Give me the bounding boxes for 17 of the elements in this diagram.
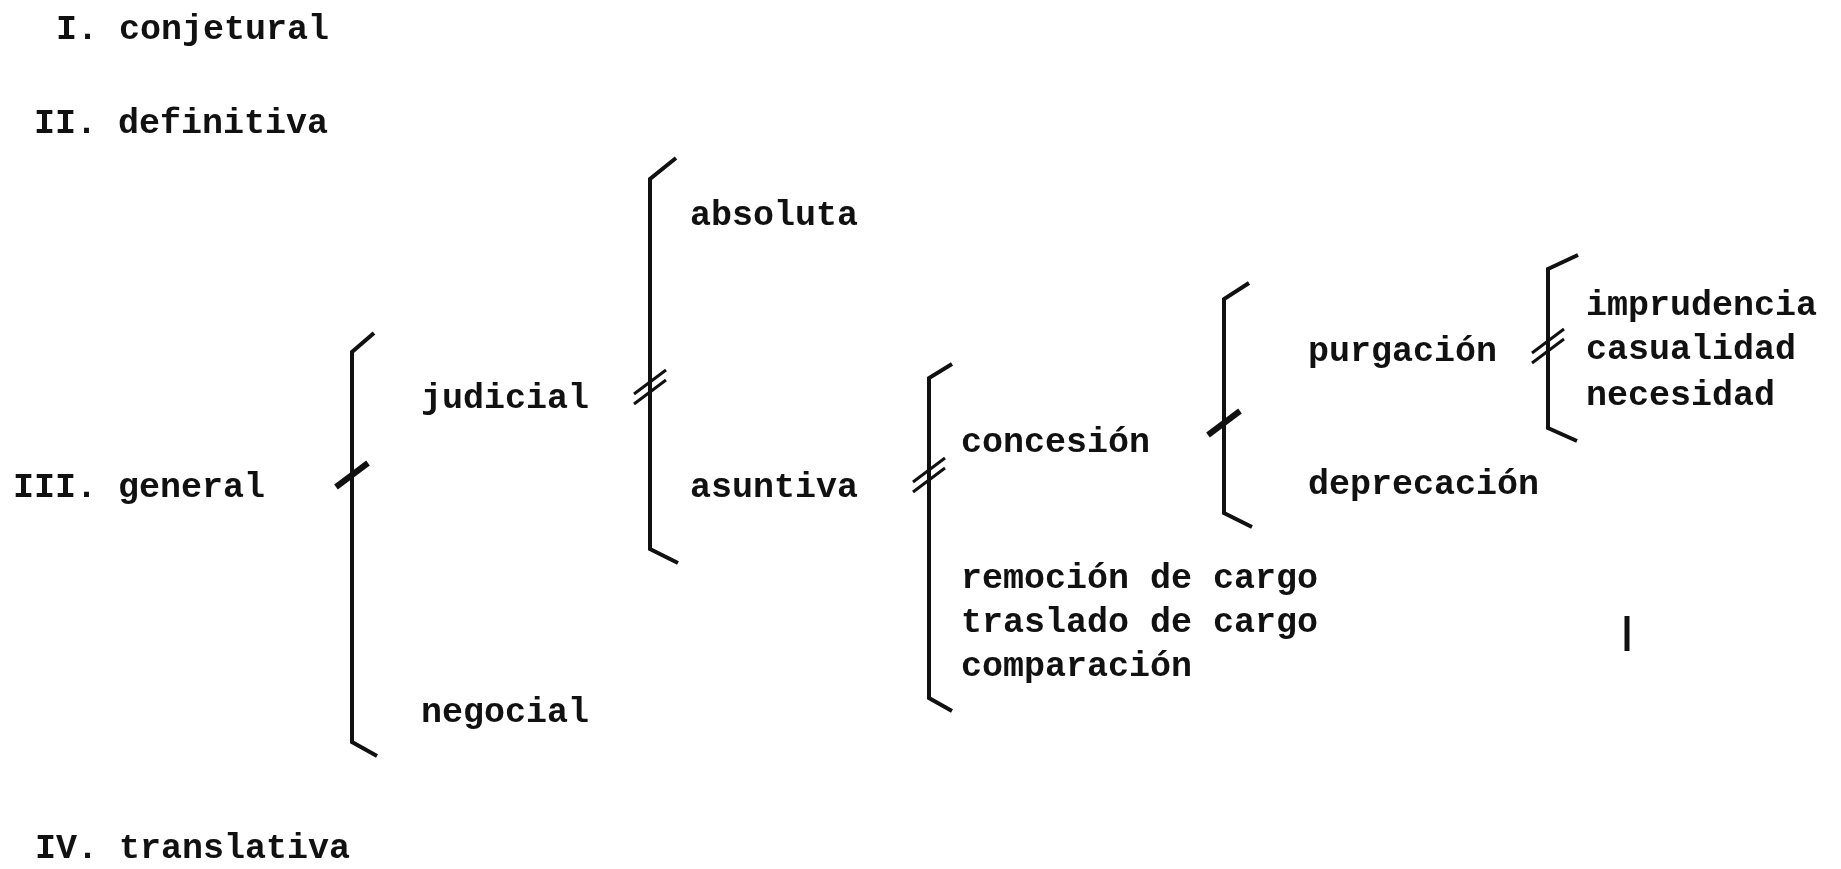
label: IV. translativa — [35, 831, 351, 867]
label: comparación — [961, 649, 1193, 685]
label: necesidad — [1586, 378, 1776, 414]
label: concesión — [961, 425, 1151, 461]
label: I. conjetural — [56, 12, 330, 48]
label: deprecación — [1308, 467, 1540, 503]
label: casualidad — [1586, 332, 1797, 368]
label: remoción de cargo — [961, 561, 1319, 597]
label: judicial — [421, 381, 590, 417]
label: III. general — [13, 470, 266, 506]
label: absoluta — [690, 198, 859, 234]
label: II. definitiva — [34, 106, 329, 142]
label: negocial — [421, 695, 590, 731]
label: asuntiva — [690, 470, 859, 506]
label: purgación — [1308, 334, 1498, 370]
label: traslado de cargo — [961, 605, 1319, 641]
label: imprudencia — [1586, 288, 1818, 324]
